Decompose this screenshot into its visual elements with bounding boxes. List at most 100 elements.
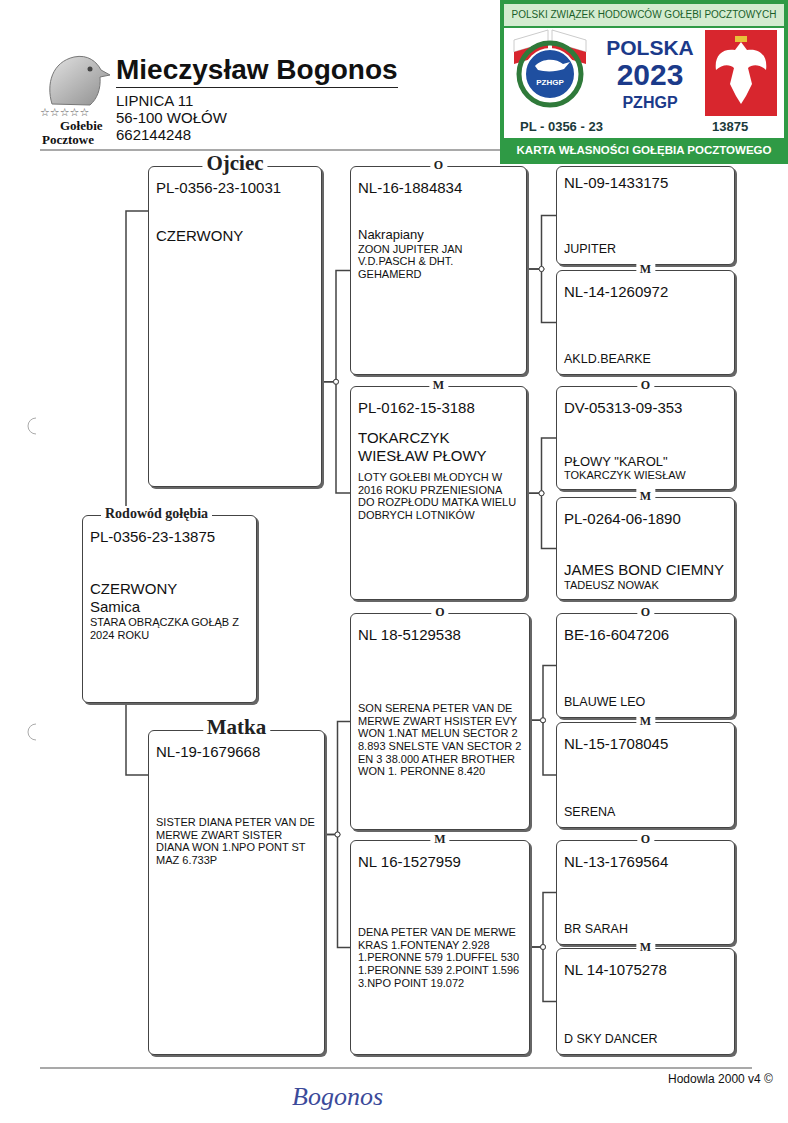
connector-line bbox=[527, 216, 556, 270]
junction-dot bbox=[539, 267, 544, 272]
pedigree-text: SERENA bbox=[564, 805, 727, 820]
box-heading: M bbox=[636, 714, 655, 728]
pedigree-text: SON SERENA PETER VAN DE MERWE ZWART HSIS… bbox=[358, 702, 522, 778]
pedigree-text: JUPITER bbox=[564, 242, 727, 257]
grandparent-box: ODV-05313-09-353PŁOWY "KAROL"TOKARCZYK W… bbox=[556, 386, 735, 490]
pedigree-text: Samica bbox=[90, 598, 249, 616]
grandparent-box: OBE-16-6047206BLAUWE LEO bbox=[556, 613, 735, 718]
pigeon-logo bbox=[50, 56, 110, 105]
pedigree-text: BLAUWE LEO bbox=[564, 695, 727, 710]
ring-number: PL-0356-23-13875 bbox=[90, 528, 249, 546]
connector-line bbox=[530, 720, 556, 775]
grandparent-box: ONL-13-1769564BR SARAH bbox=[556, 840, 735, 945]
box-heading: M bbox=[636, 489, 655, 503]
pedigree-connector bbox=[527, 491, 556, 549]
grandparent-box: MNL 14-1075278D SKY DANCER bbox=[556, 948, 735, 1055]
pedigree-connector bbox=[126, 211, 148, 515]
parent-box: ONL-16-1884834NakrapianyZOON JUPITER JAN… bbox=[350, 166, 527, 375]
sticker-year: 2023 bbox=[600, 58, 700, 93]
pedigree-text: BR SARAH bbox=[564, 922, 727, 937]
punch-hole bbox=[28, 418, 36, 434]
junction-dot bbox=[334, 379, 339, 384]
sticker-logo-text: PZHGP bbox=[530, 78, 570, 87]
ring-number: BE-16-6047206 bbox=[564, 626, 727, 644]
connector-line bbox=[527, 493, 556, 548]
pedigree-text: AKLD.BEARKE bbox=[564, 352, 727, 367]
ring-number: NL-14-1260972 bbox=[564, 283, 727, 301]
box-heading: O bbox=[637, 605, 654, 619]
junction-dot bbox=[539, 491, 544, 496]
junction-dot bbox=[335, 832, 340, 837]
ring-number: PL-0356-23-10031 bbox=[156, 179, 314, 197]
junction-dot bbox=[541, 718, 546, 723]
pedigree-connector bbox=[530, 945, 556, 1002]
box-heading: O bbox=[637, 378, 654, 392]
junction-dot bbox=[539, 491, 544, 496]
sticker-text: POLSKI ZWIĄZEK HODOWCÓW GOŁĘBI POCZTOWYC… bbox=[504, 9, 784, 21]
pedigree-text: ZOON JUPITER JAN V.D.PASCH & DHT. GEHAME… bbox=[358, 243, 519, 281]
pedigree-text: LOTY GOŁEBI MŁODYCH W 2016 ROKU PRZENIES… bbox=[358, 471, 519, 522]
box-heading: Matka bbox=[203, 716, 271, 739]
pedigree-text: SISTER DIANA PETER VAN DE MERWE ZWART SI… bbox=[156, 816, 317, 867]
ring-number: NL-19-1679668 bbox=[156, 743, 317, 761]
pedigree-text: Nakrapiany bbox=[358, 227, 519, 243]
ring-number: NL-16-1884834 bbox=[358, 179, 519, 197]
address-text: LIPNICA 11 bbox=[116, 92, 193, 109]
ring-number: NL 18-5129538 bbox=[358, 626, 522, 644]
logo-text: Gołebie bbox=[60, 119, 103, 134]
box-heading: M bbox=[429, 378, 448, 392]
junction-dot bbox=[539, 267, 544, 272]
pedigree-connector bbox=[325, 832, 350, 948]
address-text: 56-100 WOŁÓW bbox=[116, 109, 227, 126]
box-heading: O bbox=[430, 158, 447, 172]
pedigree-connector bbox=[322, 271, 350, 385]
pedigree-text: TADEUSZ NOWAK bbox=[564, 579, 727, 592]
pedigree-connector bbox=[325, 722, 350, 838]
box-heading: M bbox=[636, 940, 655, 954]
connector-line bbox=[322, 382, 350, 493]
junction-dot bbox=[541, 945, 546, 950]
logo-stars: ☆☆☆☆☆ bbox=[40, 107, 89, 120]
connector-line bbox=[325, 835, 350, 948]
pedigree-text: DENA PETER VAN DE MERWE KRAS 1.FONTENAY … bbox=[358, 926, 522, 989]
parent-box: MPL-0162-15-3188TOKARCZYK WIESŁAW PŁOWYL… bbox=[350, 386, 527, 600]
box-heading: Ojciec bbox=[202, 152, 267, 175]
sticker-number: 13875 bbox=[712, 120, 748, 135]
junction-dot bbox=[335, 832, 340, 837]
parent-box: ONL 18-5129538SON SERENA PETER VAN DE ME… bbox=[350, 613, 530, 830]
sticker-union: PZHGP bbox=[600, 94, 700, 112]
father-box: OjciecPL-0356-23-10031CZERWONY bbox=[148, 166, 322, 487]
phone-number: 662144248 bbox=[116, 126, 191, 143]
pedigree-connector bbox=[322, 379, 350, 493]
mother-box: MatkaNL-19-1679668SISTER DIANA PETER VAN… bbox=[148, 730, 325, 1055]
junction-dot bbox=[541, 945, 546, 950]
box-heading: O bbox=[431, 605, 448, 619]
pedigree-connector bbox=[530, 718, 556, 775]
parent-box: MNL 16-1527959DENA PETER VAN DE MERWE KR… bbox=[350, 840, 530, 1055]
sticker-ring: PL - 0356 - 23 bbox=[520, 120, 603, 135]
sticker-caption: KARTA WŁASNOŚCI GOŁĘBIA POCZTOWEGO bbox=[500, 144, 788, 157]
box-heading: Rodowód gołębia bbox=[101, 506, 212, 521]
pedigree-connector bbox=[530, 893, 556, 950]
software-note: Hodowla 2000 v4 © bbox=[668, 1073, 773, 1087]
box-heading: M bbox=[430, 832, 449, 846]
connector-line bbox=[325, 722, 350, 835]
sticker-country: POLSKA bbox=[600, 36, 700, 60]
pedigree-connector bbox=[527, 216, 556, 272]
punch-hole bbox=[28, 724, 36, 740]
pedigree-text: CZERWONY bbox=[156, 227, 314, 245]
signature: Bogonos bbox=[292, 1082, 383, 1112]
pedigree-text: JAMES BOND CIEMNY bbox=[564, 561, 727, 579]
connector-line bbox=[322, 271, 350, 382]
ring-number: DV-05313-09-353 bbox=[564, 399, 727, 417]
grandparent-box: NL-09-1433175JUPITER bbox=[556, 166, 735, 265]
connector-line bbox=[126, 211, 148, 515]
pedigree-text: TOKARCZYK WIESŁAW PŁOWY bbox=[358, 429, 519, 465]
pedigree-connector bbox=[530, 666, 556, 723]
connector-line bbox=[530, 893, 556, 948]
box-heading: O bbox=[637, 832, 654, 846]
pedigree-text: CZERWONY bbox=[90, 580, 249, 598]
ring-number: NL-09-1433175 bbox=[564, 174, 727, 192]
pedigree-connector bbox=[527, 438, 556, 496]
box-heading: M bbox=[636, 262, 655, 276]
